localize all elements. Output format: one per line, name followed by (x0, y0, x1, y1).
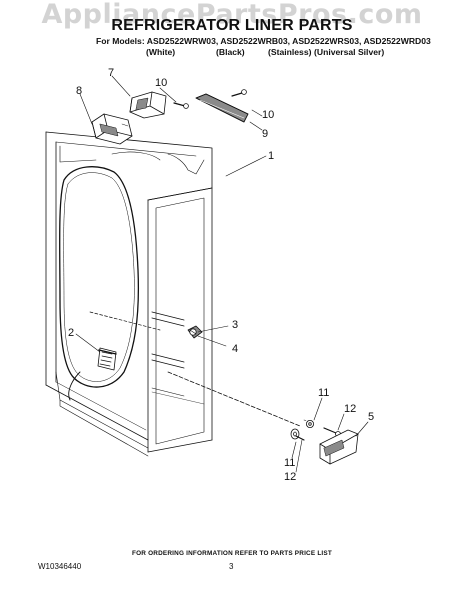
part-10-screw-right (231, 89, 247, 97)
callout-11-lower: 11 (284, 457, 295, 469)
part-8-light-housing (91, 113, 133, 145)
variant-stainless: (Stainless) (268, 47, 312, 57)
variant-white: (White) (146, 47, 176, 57)
variant-universal-silver: (Universal Silver) (314, 47, 385, 57)
part-5-bracket (319, 429, 359, 465)
models-line: For Models: ASD2522WRW03, ASD2522WRB03, … (96, 36, 431, 46)
callout-10-left: 10 (155, 77, 167, 89)
variant-black: (Black) (216, 47, 245, 57)
callout-9: 9 (262, 128, 268, 140)
part-7-light-shield (129, 91, 167, 119)
callout-4: 4 (232, 343, 238, 355)
callout-7: 7 (108, 67, 114, 79)
callout-2: 2 (68, 327, 74, 339)
part-3-4-shelf-clip (187, 325, 203, 339)
callout-labels: 1 2 3 4 5 7 8 9 10 10 11 11 12 12 (68, 67, 374, 483)
watermark-text: AppliancePartsPros.com (41, 0, 423, 30)
callout-5: 5 (368, 411, 374, 423)
callout-12-lower: 12 (284, 471, 296, 483)
callout-11-upper: 11 (318, 387, 329, 399)
page-title: REFRIGERATOR LINER PARTS (111, 17, 353, 34)
ordering-note: FOR ORDERING INFORMATION REFER TO PARTS … (132, 550, 332, 557)
part-10-screw-left (173, 102, 189, 109)
callout-12-upper: 12 (344, 403, 356, 415)
part-9-cover-rail (195, 93, 249, 123)
refrigerator-liner (45, 131, 213, 457)
page-number: 3 (229, 562, 234, 571)
part-2-vent (97, 347, 117, 371)
callout-1: 1 (268, 150, 274, 162)
callout-10-right: 10 (262, 109, 274, 121)
callout-3: 3 (232, 319, 238, 331)
leader-lines (75, 75, 369, 473)
document-number: W10346440 (38, 562, 82, 571)
callout-8: 8 (76, 85, 82, 97)
